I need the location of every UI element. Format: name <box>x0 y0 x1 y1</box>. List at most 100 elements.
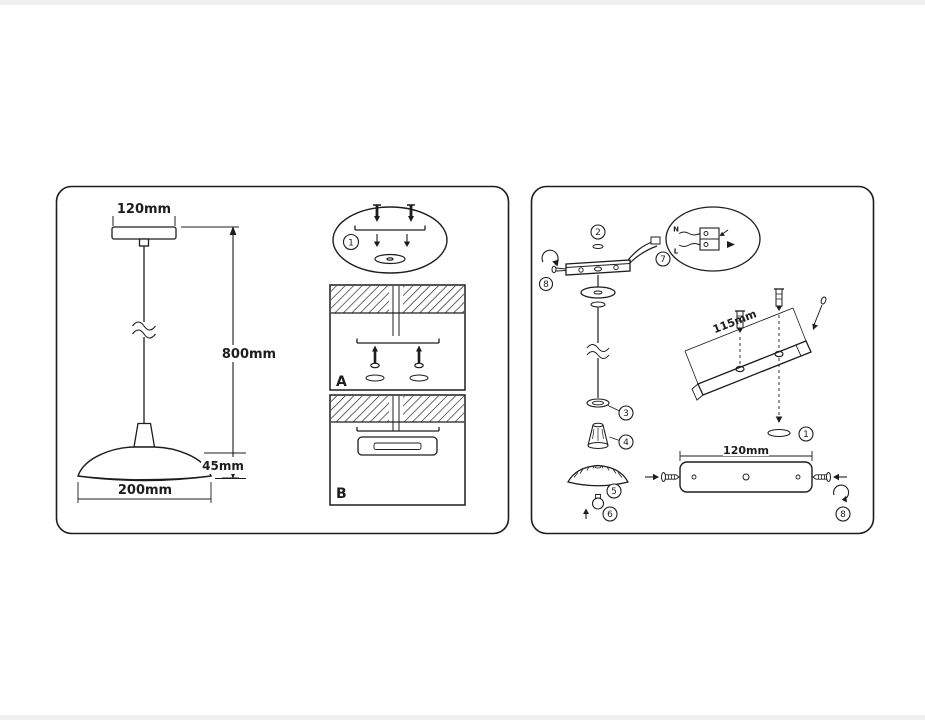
arrow-icon <box>812 323 818 330</box>
cable-break-symbol <box>586 344 610 352</box>
part-2-number: 2 <box>595 228 601 238</box>
arrow-up-icon <box>229 226 237 235</box>
part-7-number: 7 <box>660 255 666 265</box>
part-8-badge <box>835 506 851 522</box>
step-1-badge: 1 <box>342 233 360 251</box>
bracket-hole <box>774 350 784 358</box>
page-edge-bottom <box>0 715 925 720</box>
arrow-icon <box>719 231 725 236</box>
lamp-dimensions-drawing: 120mm 800mm 45mm 200mm <box>55 185 510 535</box>
step-1-detail-ellipse: 1 <box>332 204 448 274</box>
part-3-badge <box>618 405 634 421</box>
canopy-width-label: 120mm <box>117 202 171 217</box>
canopy-cover <box>580 286 616 299</box>
wire <box>629 245 658 264</box>
terminal-connector <box>650 236 661 245</box>
shade-width-label: 200mm <box>118 483 172 498</box>
socket-cone <box>587 422 609 450</box>
part-4-number: 4 <box>623 438 629 448</box>
part-8-number: 8 <box>543 280 549 290</box>
down-arrow-icon <box>373 234 411 247</box>
cable-break-symbol <box>586 351 610 359</box>
bulb-icon <box>591 494 605 510</box>
plate-hole <box>691 474 697 480</box>
plate-center-hole <box>742 473 750 481</box>
part-6-badge <box>602 506 618 522</box>
canopy-dim-ticks <box>112 216 176 226</box>
exploded-assembly: 2 8 7 <box>538 206 761 522</box>
part-4-badge <box>618 434 634 450</box>
wall-bracket-mounting: 115mm 1 <box>684 288 827 442</box>
part-1-badge <box>798 426 814 442</box>
screw-icon <box>812 472 847 482</box>
wire <box>627 241 653 261</box>
screw-rotate-icon <box>541 249 567 274</box>
wall-anchor-icon <box>735 310 745 365</box>
screw-up-icon <box>370 345 424 369</box>
step-1-number: 1 <box>348 238 354 248</box>
shade-height-label: 45mm <box>202 459 244 473</box>
part-7-badge <box>655 251 671 267</box>
installation-drawing: 2 8 7 <box>530 185 875 535</box>
live-wire-label: L <box>674 248 679 256</box>
right-panel-border <box>530 185 875 535</box>
part-5-number: 5 <box>611 487 617 497</box>
lamp-shade <box>77 446 212 482</box>
cable-break-symbol <box>132 329 156 339</box>
mounting-bracket-line <box>354 225 426 231</box>
bracket-line <box>356 338 440 344</box>
detail-b-label: B <box>336 486 347 502</box>
step-a-box: A <box>329 284 466 391</box>
rotate-arrow-icon <box>833 484 850 500</box>
plate-width-label: 120mm <box>723 444 769 457</box>
mounting-plate <box>679 461 813 493</box>
lamp-shade-exploded <box>567 464 629 487</box>
cable-break-symbol <box>132 321 156 331</box>
neutral-wire-label: N <box>673 226 679 234</box>
part-1-number: 1 <box>803 430 809 440</box>
screw-icon <box>645 472 680 482</box>
part-5-badge <box>606 483 622 499</box>
wire <box>678 243 701 247</box>
arrow-up-icon <box>583 508 589 514</box>
ceiling-bracket <box>565 259 631 276</box>
dimensions-panel: 120mm 800mm 45mm 200mm <box>55 185 510 535</box>
cable-lines <box>392 286 400 336</box>
part-8-number: 8 <box>840 510 846 520</box>
part-2-badge <box>590 224 606 240</box>
bracket-line <box>356 427 440 432</box>
wall-anchor-icon <box>774 288 784 350</box>
wire <box>678 231 701 236</box>
washer-icon <box>409 374 429 382</box>
wiring-detail-ellipse: N L <box>665 206 761 272</box>
detail-a-label: A <box>336 374 347 390</box>
canopy-slot <box>373 442 422 450</box>
plate-hole <box>795 474 801 480</box>
screw-icon <box>820 296 827 305</box>
part-6-number: 6 <box>607 510 613 520</box>
drop-height-label: 800mm <box>222 347 276 362</box>
part-8-badge <box>538 276 554 292</box>
canopy-stem <box>138 238 150 247</box>
washer-icon <box>365 374 385 382</box>
mounting-plate-front-view: 120mm 8 <box>645 443 851 522</box>
part-3-number: 3 <box>623 409 629 419</box>
lamp-socket <box>133 422 156 448</box>
washer-icon <box>592 244 604 249</box>
cable-lines <box>392 396 400 431</box>
canopy-mounted <box>357 436 438 456</box>
canopy-top-view <box>374 253 406 265</box>
step-b-box: B <box>329 394 466 506</box>
pendant-lamp-front-view <box>77 216 212 482</box>
wedge-icon <box>727 241 735 248</box>
screw-icon <box>373 204 415 222</box>
shade-rim-line <box>81 476 208 480</box>
dimension-45mm: 45mm <box>201 452 246 479</box>
dimension-200mm: 200mm <box>77 482 212 503</box>
ceiling-canopy <box>111 226 177 240</box>
lock-ring <box>586 398 610 408</box>
installation-panel: 2 8 7 <box>530 185 875 535</box>
bracket-hole <box>735 365 745 373</box>
arrow-down-icon <box>775 416 783 423</box>
drill-mark <box>767 428 791 438</box>
